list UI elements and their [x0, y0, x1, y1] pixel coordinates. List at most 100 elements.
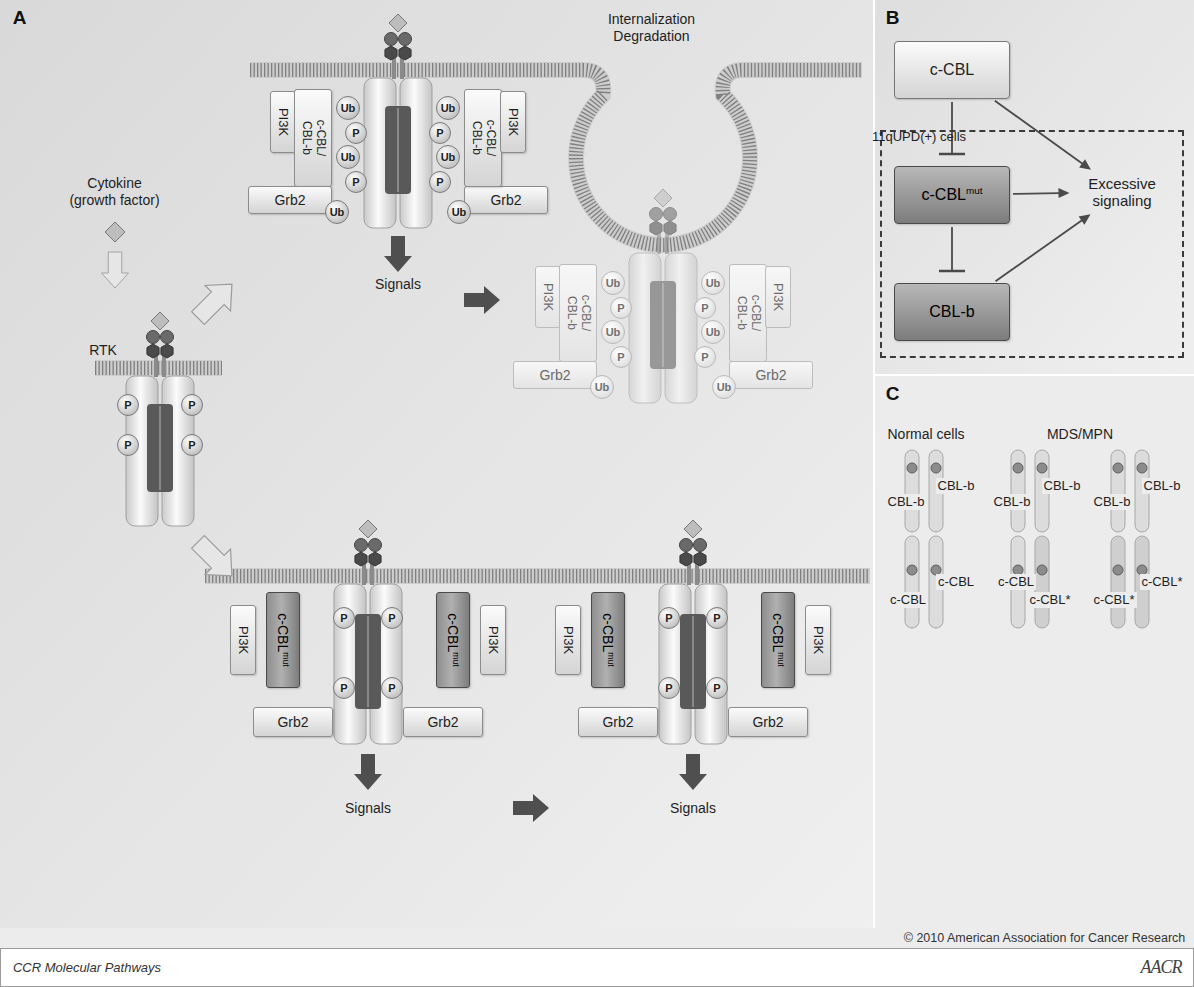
label-text: Cytokine (growth factor) — [69, 175, 159, 208]
node-label: Grb2 — [755, 367, 786, 383]
phospho-circle: P — [429, 171, 451, 193]
node-label: P — [388, 612, 395, 624]
gene-label: c-CBL — [888, 592, 928, 608]
label-text: CBL-b — [938, 478, 975, 493]
node-label: c-CBL — [930, 61, 974, 78]
text-wrap: Ub — [451, 206, 467, 219]
node-label: Ub — [441, 102, 456, 114]
cell-membrane — [205, 568, 870, 584]
node-label: c-CBL/ CBL-b — [300, 120, 328, 157]
node-label: P — [436, 127, 443, 139]
node-label: Grb2 — [490, 192, 521, 208]
hollow-arrow — [102, 252, 129, 288]
signal-arrow — [464, 286, 500, 314]
ubiquitin-circle: Ub — [325, 200, 349, 224]
gene-label: c-CBL — [996, 574, 1036, 590]
text-wrap: 11qUPD(+) cells — [872, 130, 966, 145]
node-label: P — [617, 302, 624, 314]
panel-letter: A — [12, 7, 27, 30]
ubiquitin-circle: Ub — [447, 200, 471, 224]
connector — [939, 227, 965, 271]
node-label: P — [124, 399, 131, 411]
phospho-circle: P — [694, 297, 716, 319]
receptor — [334, 584, 402, 744]
node-label: PI3K — [541, 283, 556, 311]
text-wrap: Ub — [340, 151, 356, 164]
text-wrap: c-CBL/ CBL-b — [299, 112, 327, 164]
text-wrap: Ub — [440, 102, 456, 115]
label-text: Normal cells — [887, 426, 964, 442]
dashed-region: 11qUPD(+) cellsc-CBLmutCBL-bExcessive si… — [880, 130, 1184, 358]
chromosome — [905, 450, 919, 532]
node-label: PI3K — [236, 626, 251, 654]
label-text: c-CBL* — [1141, 574, 1182, 589]
label-text: CBL-b — [994, 494, 1031, 509]
gene-label: CBL-b — [1092, 494, 1132, 510]
protein-box: Grb2 — [578, 707, 658, 737]
phospho-circle: P — [333, 607, 355, 629]
node-label: Ub — [441, 151, 456, 163]
node-label: P — [701, 351, 708, 363]
text-wrap: PI3K — [236, 625, 251, 655]
node-label: P — [701, 302, 708, 314]
node-label: Ub — [706, 277, 721, 289]
gene-label: CBL-b — [992, 494, 1032, 510]
node-label: Grb2 — [277, 714, 308, 730]
ubiquitin-circle: Ub — [601, 320, 625, 344]
protein-box: PI3K — [500, 91, 526, 153]
text-wrap: Ub — [329, 206, 345, 219]
node-label: Grb2 — [427, 714, 458, 730]
arrowhead — [1079, 214, 1091, 224]
gene-locus — [1037, 565, 1047, 575]
protein-box: c-CBLmut — [436, 592, 470, 688]
protein-box: PI3K — [270, 91, 296, 153]
label-text: CBL-b — [1144, 478, 1181, 493]
arrowhead — [1079, 159, 1091, 169]
protein-box: Grb2 — [403, 707, 483, 737]
panel-letter: C — [885, 383, 900, 406]
arrowhead — [1058, 188, 1069, 198]
phospho-circle: P — [706, 607, 728, 629]
text-wrap: Ub — [605, 326, 621, 339]
node-label: Grb2 — [539, 367, 570, 383]
protein-box: PI3K — [230, 605, 256, 675]
text-wrap: Grb2 — [752, 714, 785, 730]
superscript-label: mut — [281, 652, 291, 666]
node-label: Grb2 — [752, 714, 783, 730]
node-label: P — [352, 176, 359, 188]
gene-locus — [931, 463, 941, 473]
chromosome — [905, 536, 919, 628]
gene-label: CBL-b — [936, 478, 976, 494]
text-wrap: P — [617, 302, 626, 315]
gene-label: c-CBL* — [1140, 574, 1185, 590]
phospho-circle: P — [381, 607, 403, 629]
phospho-circle: P — [706, 677, 728, 699]
text-label: MDS/MPN — [1046, 426, 1114, 443]
publisher-logo: AACR — [1140, 957, 1182, 979]
label-text: RTK — [89, 342, 117, 358]
cell-membrane — [95, 361, 222, 375]
receptor — [147, 312, 174, 377]
phospho-circle: P — [658, 677, 680, 699]
text-wrap: P — [665, 682, 674, 695]
label-text: Internalization Degradation — [608, 11, 695, 44]
text-wrap: P — [352, 127, 361, 140]
gene-locus — [1037, 463, 1047, 473]
text-wrap: P — [188, 439, 197, 452]
receptor — [680, 520, 707, 585]
connector — [1013, 188, 1070, 198]
connector-line — [951, 227, 953, 271]
phospho-circle: P — [181, 394, 203, 416]
phospho-circle: P — [345, 122, 367, 144]
node-label: P — [617, 351, 624, 363]
label-text: Signals — [670, 800, 716, 816]
node-label: c-CBL — [770, 613, 786, 652]
phospho-circle: P — [117, 394, 139, 416]
text-wrap: c-CBL/ CBL-b — [469, 112, 497, 164]
text-label: Normal cells — [887, 426, 966, 443]
label-text: c-CBL — [938, 574, 974, 589]
cell-membrane — [95, 360, 222, 376]
label-text: c-CBL — [890, 592, 926, 607]
node-label: PI3K — [561, 626, 576, 654]
protein-box: PI3K — [805, 605, 831, 675]
